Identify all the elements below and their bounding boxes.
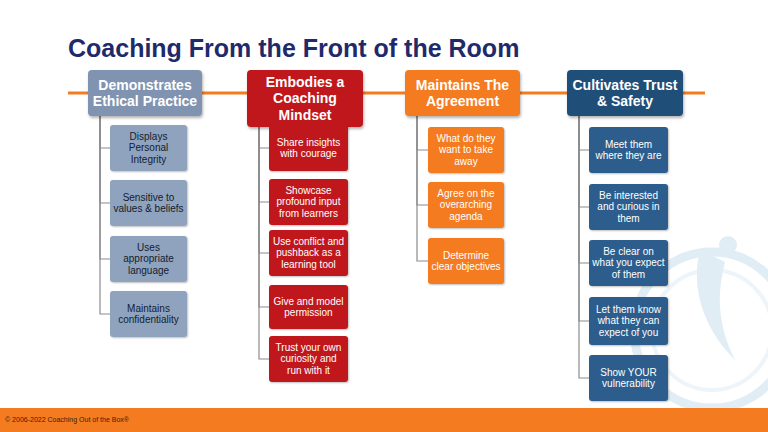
tree-connector xyxy=(100,116,110,314)
header-text: Cultivates Trust & Safety xyxy=(571,77,679,109)
tree-connector xyxy=(579,116,589,378)
box-text: Displays Personal Integrity xyxy=(113,131,184,166)
competency-box: Be clear on what you expect of them xyxy=(589,240,668,286)
competency-box: Showcase profound input from learners xyxy=(269,179,348,225)
box-text: Give and model permission xyxy=(272,296,345,319)
box-text: Uses appropriate language xyxy=(113,242,184,277)
competency-box: Share insights with courage xyxy=(269,125,348,171)
competency-box: What do they want to take away xyxy=(428,127,504,173)
tree-connector xyxy=(100,116,110,259)
competency-box: Uses appropriate language xyxy=(110,236,187,282)
box-text: Showcase profound input from learners xyxy=(272,185,345,220)
competency-box: Let them know what they can expect of yo… xyxy=(589,297,668,345)
tree-connector xyxy=(417,116,428,205)
footer-bar: © 2006-2022 Coaching Out of the Box® xyxy=(0,408,768,432)
box-text: Be interested and curious in them xyxy=(592,190,665,225)
box-text: Show YOUR vulnerability xyxy=(592,367,665,390)
tree-connector xyxy=(100,116,110,148)
competency-box: Be interested and curious in them xyxy=(589,184,668,230)
competency-box: Displays Personal Integrity xyxy=(110,125,187,171)
box-text: Use conflict and pushback as a learning … xyxy=(272,236,345,271)
header-text: Maintains The Agreement xyxy=(409,77,516,109)
tree-connector xyxy=(417,116,428,150)
category-header: Cultivates Trust & Safety xyxy=(567,70,683,116)
category-header: Demonstrates Ethical Practice xyxy=(88,70,202,116)
competency-box: Maintains confidentiality xyxy=(110,291,187,337)
category-header: Embodies a Coaching Mindset xyxy=(247,70,363,127)
tree-connector xyxy=(259,127,269,253)
tree-connector xyxy=(100,116,110,203)
tree-connector xyxy=(417,116,428,261)
box-text: What do they want to take away xyxy=(431,133,501,168)
competency-box: Show YOUR vulnerability xyxy=(589,355,668,401)
tree-connector xyxy=(259,127,269,148)
box-text: Meet them where they are xyxy=(592,139,665,162)
competency-box: Sensitive to values & beliefs xyxy=(110,180,187,226)
box-text: Determine clear objectives xyxy=(431,250,501,273)
slide-title: Coaching From the Front of the Room xyxy=(68,34,519,63)
competency-box: Trust your own curiosity and run with it xyxy=(269,336,348,382)
box-text: Maintains confidentiality xyxy=(113,303,184,326)
tree-connector xyxy=(259,127,269,202)
box-text: Let them know what they can expect of yo… xyxy=(592,304,665,339)
copyright-note: © 2006-2022 Coaching Out of the Box® xyxy=(5,416,129,423)
header-text: Demonstrates Ethical Practice xyxy=(92,77,198,109)
box-text: Be clear on what you expect of them xyxy=(592,246,665,281)
box-text: Agree on the overarching agenda xyxy=(431,188,501,223)
box-text: Sensitive to values & beliefs xyxy=(113,192,184,215)
tree-connector xyxy=(579,116,589,321)
competency-box: Agree on the overarching agenda xyxy=(428,182,504,228)
competency-box: Meet them where they are xyxy=(589,127,668,173)
box-text: Trust your own curiosity and run with it xyxy=(272,342,345,377)
header-text: Embodies a Coaching Mindset xyxy=(251,74,359,122)
category-header: Maintains The Agreement xyxy=(405,70,520,116)
competency-box: Determine clear objectives xyxy=(428,238,504,284)
box-text: Share insights with courage xyxy=(272,137,345,160)
competency-box: Give and model permission xyxy=(269,285,348,329)
competency-box: Use conflict and pushback as a learning … xyxy=(269,230,348,276)
tree-connector xyxy=(259,127,269,359)
tree-connector xyxy=(579,116,589,263)
tree-connector xyxy=(579,116,589,207)
tree-connector xyxy=(579,116,589,150)
tree-connector xyxy=(259,127,269,307)
